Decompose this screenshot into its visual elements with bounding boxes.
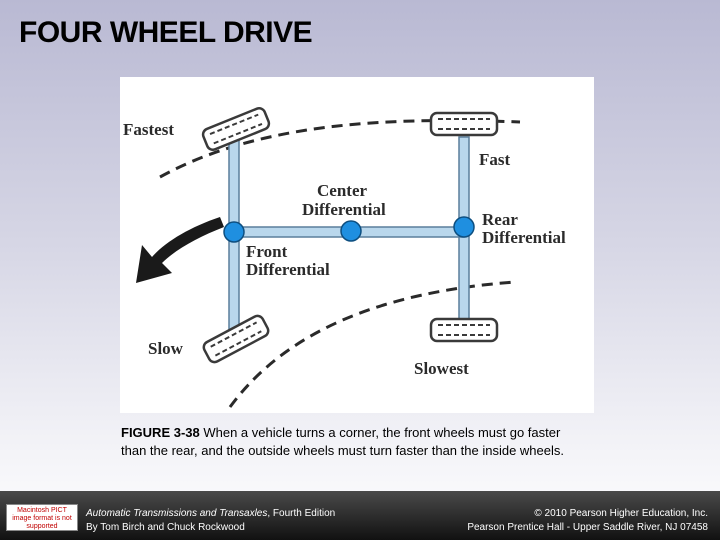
four-wheel-drive-diagram: Fastest Fast Slow Slowest Center Differe… bbox=[120, 77, 594, 413]
label-fast: Fast bbox=[479, 150, 511, 169]
footer-book-line: Automatic Transmissions and Transaxles, … bbox=[86, 507, 335, 521]
label-front-line1: Front bbox=[246, 242, 288, 261]
figure-caption: FIGURE 3-38 When a vehicle turns a corne… bbox=[121, 424, 571, 460]
label-slow: Slow bbox=[148, 339, 184, 358]
figure-number: FIGURE 3-38 bbox=[121, 425, 200, 440]
footer-book-info: Automatic Transmissions and Transaxles, … bbox=[86, 507, 335, 535]
diagram-svg: Fastest Fast Slow Slowest Center Differe… bbox=[123, 106, 566, 408]
label-rear-line1: Rear bbox=[482, 210, 518, 229]
label-center-line1: Center bbox=[317, 181, 367, 200]
footer-authors: By Tom Birch and Chuck Rockwood bbox=[86, 522, 245, 533]
footer-edition: , Fourth Edition bbox=[267, 508, 336, 519]
rear-differential-node bbox=[453, 216, 475, 238]
rear-inner-tire bbox=[429, 317, 499, 343]
rear-outer-tire bbox=[429, 111, 499, 137]
turn-direction-arrow bbox=[136, 217, 224, 283]
footer-publisher-info: © 2010 Pearson Higher Education, Inc. Pe… bbox=[467, 507, 708, 535]
footer-bar: Macintosh PICT image format is not suppo… bbox=[0, 491, 720, 540]
front-inner-tire bbox=[202, 314, 270, 364]
footer-copyright: © 2010 Pearson Higher Education, Inc. bbox=[534, 508, 708, 519]
footer-publisher: Pearson Prentice Hall - Upper Saddle Riv… bbox=[467, 522, 708, 533]
slide-title: FOUR WHEEL DRIVE bbox=[19, 16, 313, 49]
footer-book-title: Automatic Transmissions and Transaxles bbox=[86, 508, 268, 519]
label-center-line2: Differential bbox=[302, 200, 386, 219]
label-rear-line2: Differential bbox=[482, 228, 566, 247]
inner-path-curve bbox=[228, 280, 516, 408]
publisher-logo-placeholder: Macintosh PICT image format is not suppo… bbox=[6, 504, 78, 531]
figure-caption-text: When a vehicle turns a corner, the front… bbox=[121, 425, 564, 458]
label-fastest: Fastest bbox=[123, 120, 174, 139]
label-slowest: Slowest bbox=[414, 359, 469, 378]
label-front-line2: Differential bbox=[246, 260, 330, 279]
front-differential-node bbox=[223, 221, 245, 243]
front-outer-tire bbox=[201, 106, 271, 152]
center-differential-node bbox=[340, 220, 362, 242]
